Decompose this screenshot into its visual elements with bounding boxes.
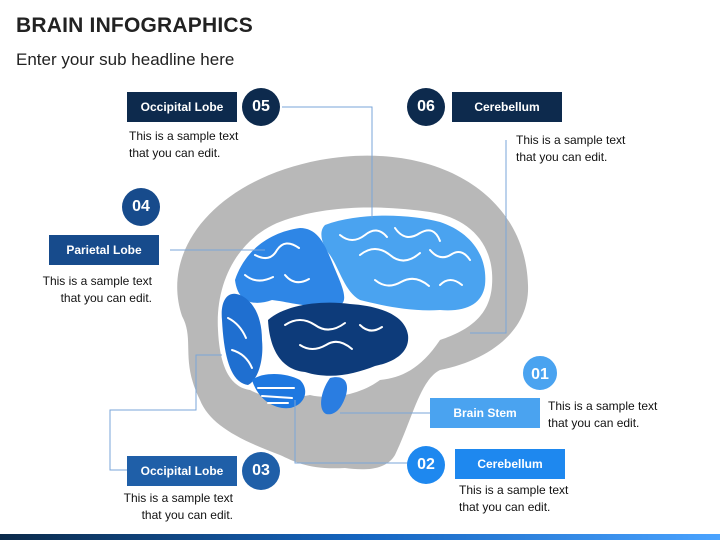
number-badge-03: 03 xyxy=(242,452,280,490)
brain-illustration xyxy=(217,207,493,415)
page-subtitle: Enter your sub headline here xyxy=(16,50,235,69)
bottom-accent-bar xyxy=(0,534,720,540)
connector-06 xyxy=(470,140,507,334)
connector-05 xyxy=(282,106,373,218)
page-title: BRAIN INFOGRAPHICS xyxy=(16,14,253,37)
brain-stem-shape xyxy=(321,377,348,415)
number-badge-05: 05 xyxy=(242,88,280,126)
number-badge-04: 04 xyxy=(122,188,160,226)
label-parietal-lobe: Parietal Lobe xyxy=(49,235,159,265)
connector-02 xyxy=(294,400,408,464)
label-cerebellum-bottom: Cerebellum xyxy=(455,449,565,479)
label-occipital-lobe-top: Occipital Lobe xyxy=(127,92,237,122)
label-brain-stem: Brain Stem xyxy=(430,398,540,428)
brain-occipital-lobe xyxy=(221,293,263,385)
number-badge-02: 02 xyxy=(407,446,445,484)
brain-frontal-lobe xyxy=(321,215,486,311)
label-cerebellum-top: Cerebellum xyxy=(452,92,562,122)
brain-parietal-lobe xyxy=(235,228,345,307)
brain-cerebellum xyxy=(252,374,306,409)
number-badge-06: 06 xyxy=(407,88,445,126)
connector-03 xyxy=(109,354,222,471)
number-badge-01: 01 xyxy=(521,354,559,392)
label-occipital-lobe-bottom: Occipital Lobe xyxy=(127,456,237,486)
